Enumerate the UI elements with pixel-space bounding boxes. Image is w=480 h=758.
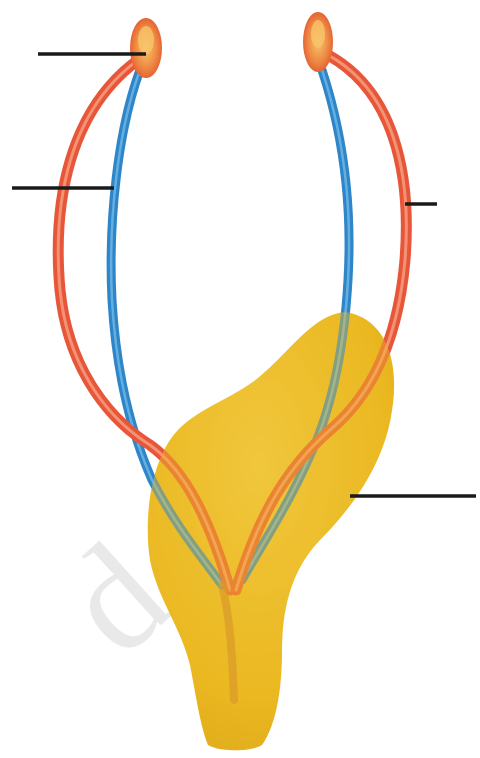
- right-ovary: [303, 12, 333, 72]
- gland-overlay: [148, 312, 394, 750]
- left-ovary: [130, 18, 162, 78]
